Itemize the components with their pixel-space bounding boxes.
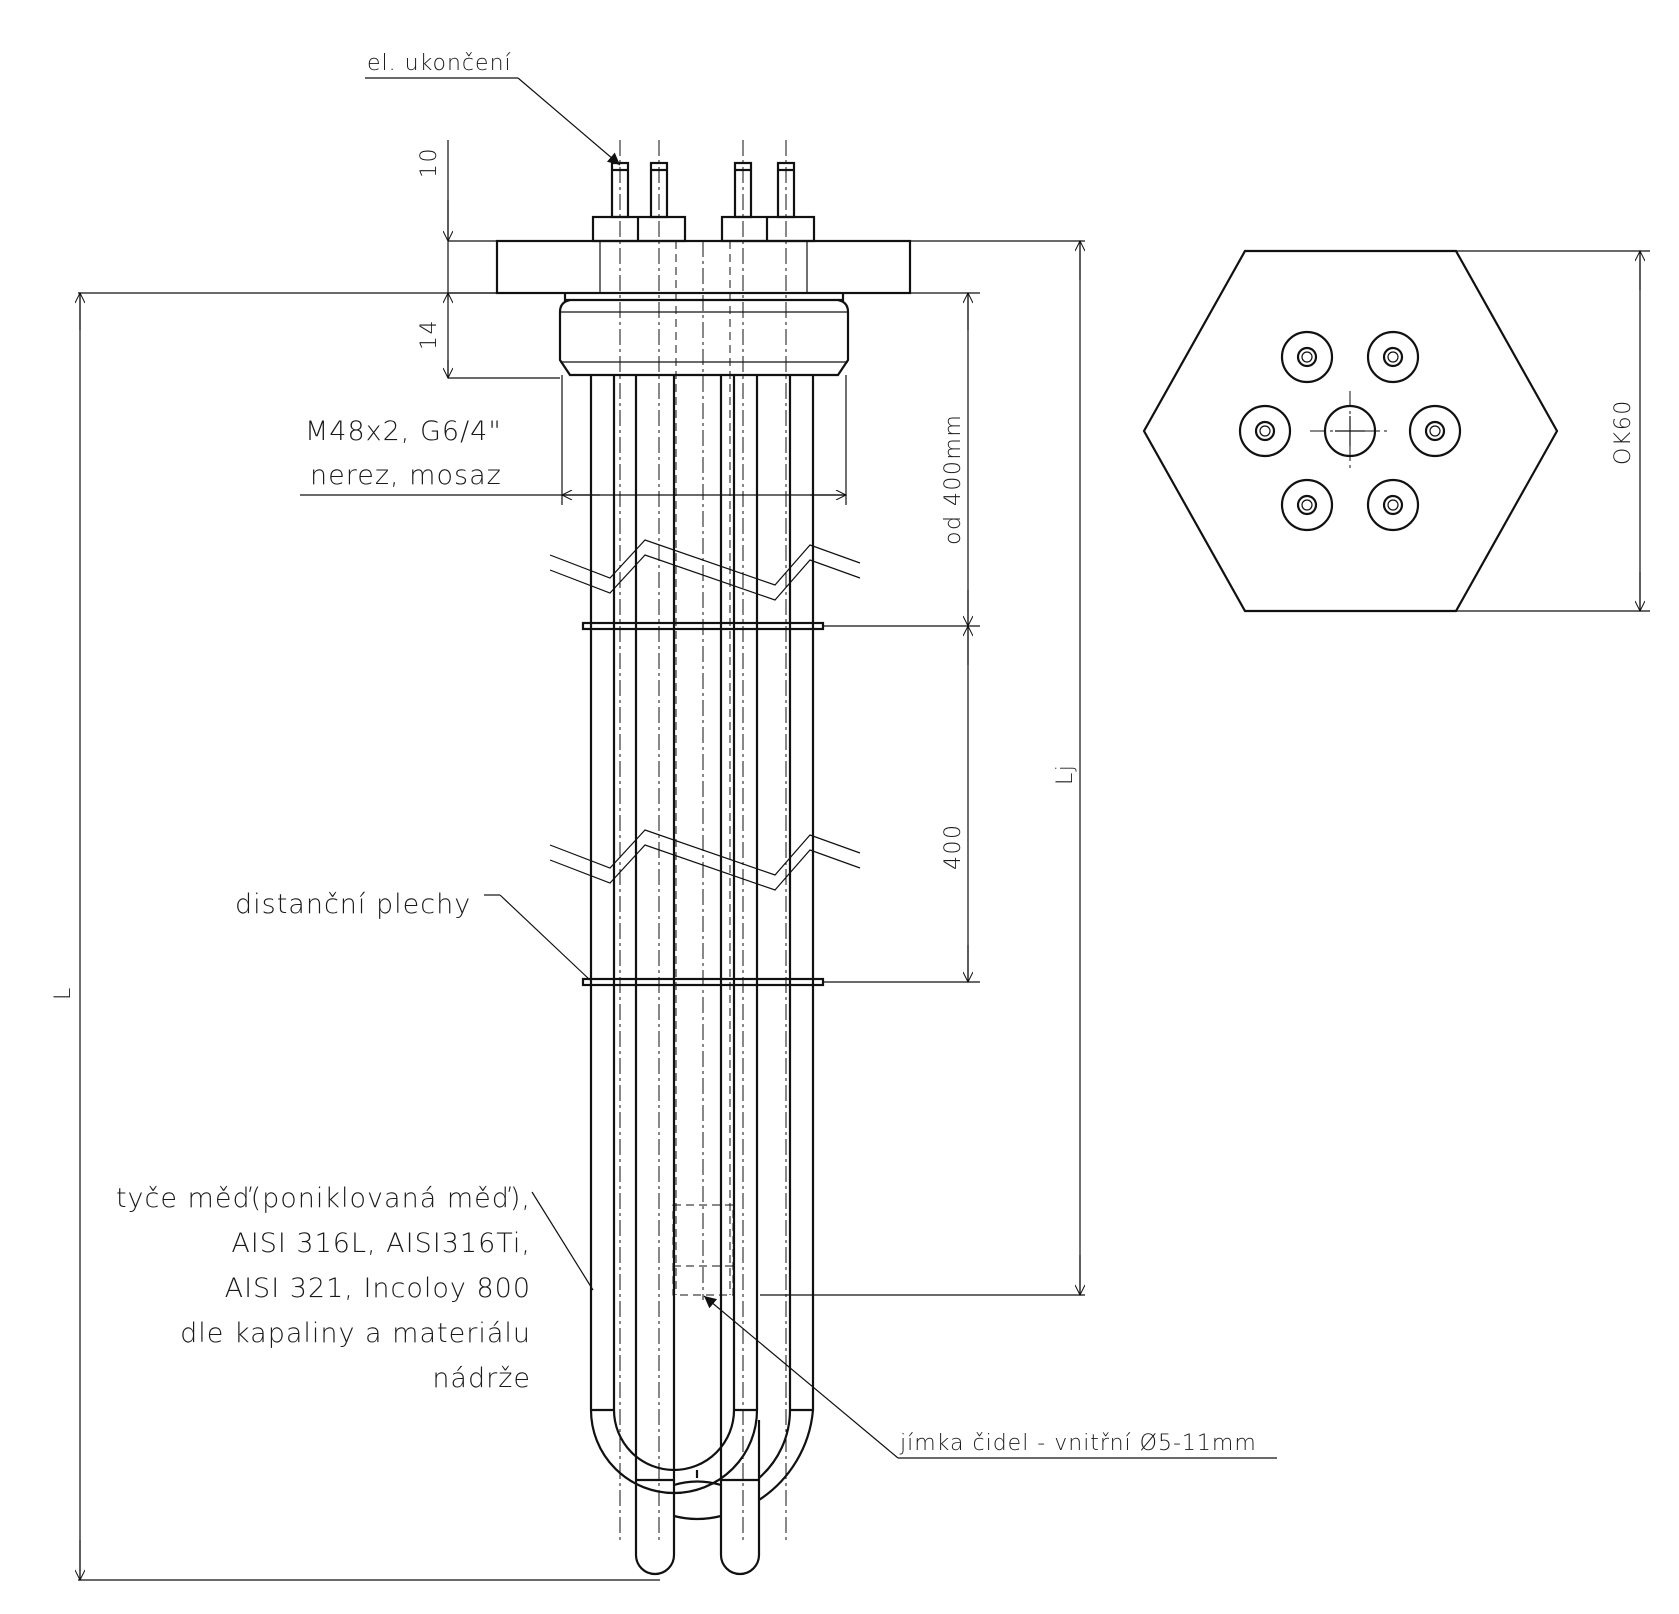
rods-material-text: tyče měď(poniklovaná měď), AISI 316L, AI… [116,1183,531,1394]
label-el-termination: el. ukončení [367,51,512,76]
rods-line-2: AISI 316L, AISI316Ti, [231,1228,531,1259]
thread-spec-text: M48x2, G6/4" [305,416,502,447]
dim-spacer-first-text: od 400mm [941,414,966,545]
rods-line-5: nádrže [432,1363,531,1394]
leader-el-termination [365,77,621,166]
label-spacer-plates: distanční plechy [235,889,471,920]
thread-callout [300,375,846,505]
thread-section [558,293,850,377]
top-view: OK60 [1142,251,1650,611]
leader-rods [531,1191,594,1291]
thread-material-text: nerez, mosaz [310,460,502,491]
dim-unheated-length [760,241,1085,1295]
center-well-circle [1310,391,1390,471]
dim-terminal-height-text: 10 [417,147,442,178]
dim-thread-length [448,241,560,378]
heater-tubes [589,375,815,1576]
rods-line-3: AISI 321, Incoloy 800 [225,1273,531,1304]
dim-hex-size [1456,251,1650,611]
side-view: 10 14 M48x2, G6/4" nerez, mosaz [51,51,1277,1580]
leader-sensor-well [703,1295,1277,1459]
dim-thread-length-text: 14 [417,319,442,350]
dim-spacer-first [823,293,980,982]
dim-hex-size-text: OK60 [1611,399,1636,465]
label-sensor-well: jímka čidel - vnitřní Ø5-11mm [899,1431,1257,1456]
rods-line-1: tyče měď(poniklovaná měď), [116,1183,531,1214]
rods-line-4: dle kapaliny a materiálu [180,1318,531,1349]
terminal-pins [591,161,816,243]
dim-spacer-pitch-text: 400 [941,824,966,871]
sensor-well [672,241,734,1296]
break-lines [549,539,861,891]
terminal-circles [1238,330,1462,532]
dim-total-length-text: L [51,986,76,1000]
dim-total-length [78,293,660,1580]
dim-terminal-height [448,140,497,241]
dim-unheated-length-text: Lj [1053,764,1078,785]
leader-spacer-plates [484,894,591,981]
center-lines [619,140,787,1540]
